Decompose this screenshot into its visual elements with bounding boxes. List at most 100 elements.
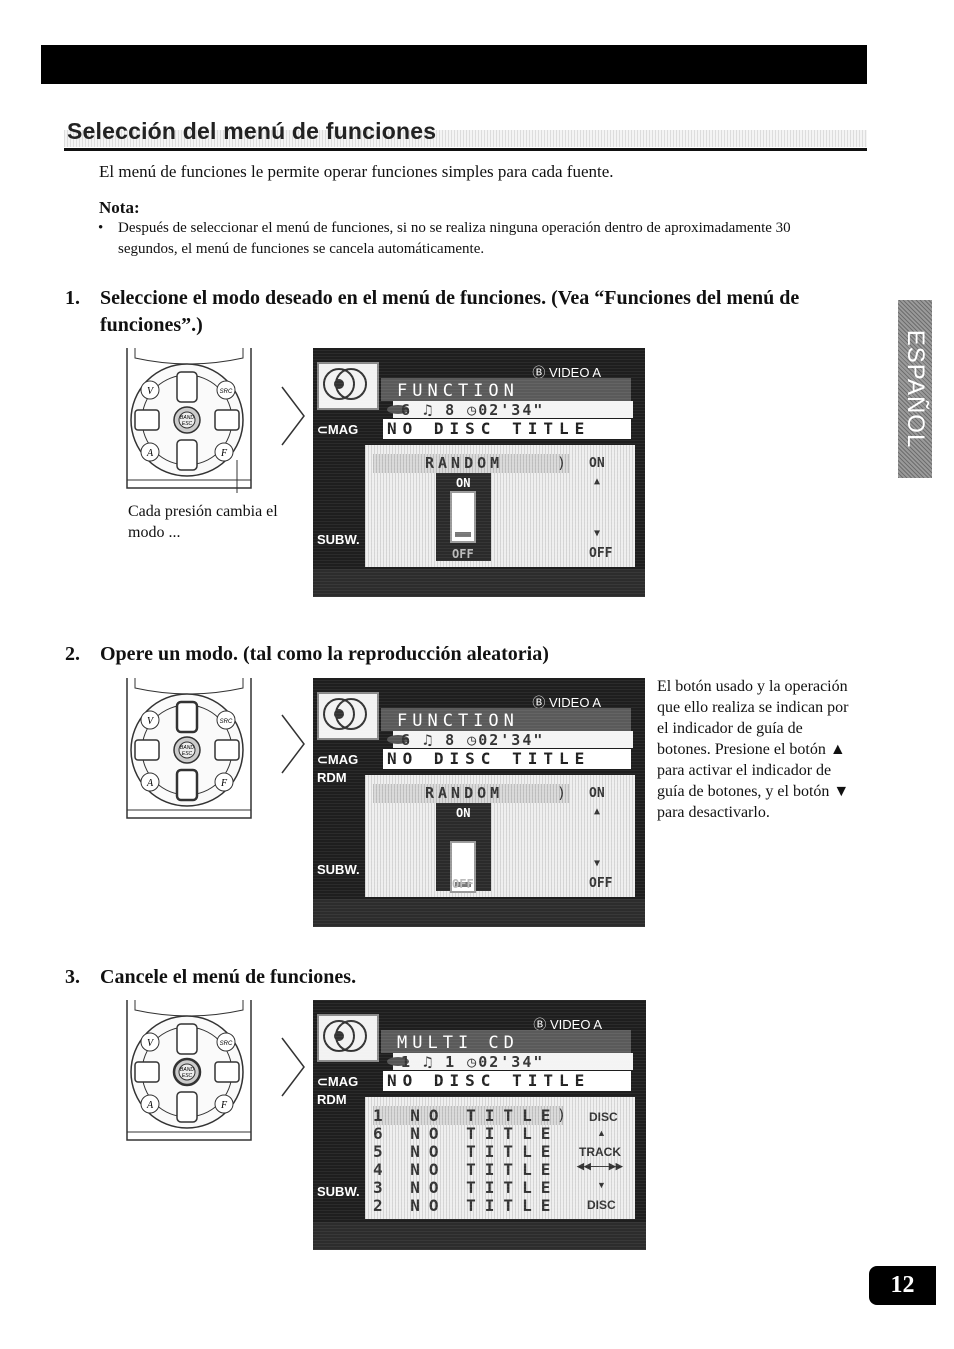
svg-text:A: A xyxy=(146,1100,154,1111)
remote-control-3: V SRC BAND ESC A F xyxy=(125,1000,257,1145)
rdm-label: RDM xyxy=(317,770,347,785)
step-text: Cancele el menú de funciones. xyxy=(100,966,357,988)
toggle-knob xyxy=(450,491,476,543)
subw-label: SUBW. xyxy=(317,862,360,877)
disc-badge-icon xyxy=(387,405,409,414)
video-label: Ⓑ VIDEO A xyxy=(533,1017,602,1032)
step-number: 2. xyxy=(65,643,80,665)
title-shade xyxy=(64,130,867,147)
remote-control-1: V SRC BAND ESC A F xyxy=(125,348,257,493)
arrow-icon xyxy=(280,1036,306,1098)
step-3: 3. Cancele el menú de funciones. xyxy=(65,964,825,991)
up-triangle-icon: ▲ xyxy=(594,476,601,487)
svg-text:F: F xyxy=(220,1100,228,1111)
track-label: TRACK xyxy=(579,1145,621,1159)
subw-label: SUBW. xyxy=(317,532,360,547)
up-triangle-icon: ▲ xyxy=(594,806,601,817)
screen-title: FUNCTION xyxy=(397,711,519,731)
step-number: 1. xyxy=(65,287,80,309)
svg-text:BAND: BAND xyxy=(180,745,194,751)
section-title: Selección del menú de funciones xyxy=(67,118,437,144)
random-label: RANDOM xyxy=(425,784,504,802)
remote-illustration: V SRC BAND ESC A F xyxy=(126,678,252,819)
svg-text:SRC: SRC xyxy=(220,719,233,725)
seek-arrows-icon: ◀◀——▶▶ xyxy=(577,1161,623,1171)
on-label: ON xyxy=(589,786,605,801)
svg-text:ESC: ESC xyxy=(182,1073,193,1079)
disc-icon xyxy=(317,362,379,410)
svg-text:ESC: ESC xyxy=(182,751,193,757)
list-item: 2 NO TITLE xyxy=(373,1196,560,1215)
list-item: 1 NO TITLE xyxy=(373,1106,560,1125)
svg-text:F: F xyxy=(220,778,228,789)
caption-step-1: Cada presión cambia el modo ... xyxy=(128,503,278,541)
svg-text:A: A xyxy=(146,778,154,789)
header-bar xyxy=(41,45,867,84)
mag-label: ⊂MAG xyxy=(317,422,359,437)
disc-icon xyxy=(317,692,379,740)
svg-text:V: V xyxy=(147,386,155,397)
display-screen-1: Ⓑ VIDEO A FUNCTION 6 ♫ 8 ◷02'34" NO DISC… xyxy=(313,348,645,597)
up-triangle-icon: ▲ xyxy=(597,1128,606,1138)
svg-text:V: V xyxy=(147,1038,155,1049)
nota-heading: Nota: xyxy=(99,198,140,217)
track-info: 6 ♫ 8 ◷02'34" xyxy=(401,731,545,749)
disc-label: DISC xyxy=(589,1110,618,1124)
svg-text:BAND: BAND xyxy=(180,1067,194,1073)
page-number: 12 xyxy=(869,1266,936,1305)
disc-title: NO DISC TITLE xyxy=(387,749,591,768)
screen-title: FUNCTION xyxy=(397,381,519,401)
caption-step-2: El botón usado y la operación que ello r… xyxy=(657,678,850,821)
video-label: Ⓑ VIDEO A xyxy=(532,695,601,710)
bullet: • xyxy=(98,220,104,236)
svg-text:SRC: SRC xyxy=(220,389,233,395)
nota-text: Después de seleccionar el menú de funcio… xyxy=(118,220,791,257)
on-label: ON xyxy=(589,456,605,471)
step-text: Seleccione el modo deseado en el menú de… xyxy=(100,287,800,336)
disc-icon xyxy=(317,1014,379,1062)
step-2: 2. Opere un modo. (tal como la reproducc… xyxy=(65,641,825,668)
track-info: 1 ♫ 1 ◷02'34" xyxy=(401,1053,545,1071)
down-triangle-icon: ▼ xyxy=(594,528,601,539)
toggle-knob xyxy=(450,841,476,893)
rdm-label: RDM xyxy=(317,1092,347,1107)
list-item: 5 NO TITLE xyxy=(373,1142,560,1161)
svg-text:BAND: BAND xyxy=(180,415,194,421)
list-item: 6 NO TITLE xyxy=(373,1124,560,1143)
arrow-icon xyxy=(280,713,306,775)
disc-title: NO DISC TITLE xyxy=(387,1071,591,1090)
step-text: Opere un modo. (tal como la reproducción… xyxy=(100,643,549,665)
svg-text:SRC: SRC xyxy=(220,1041,233,1047)
title-rule xyxy=(64,148,867,151)
svg-text:A: A xyxy=(146,448,154,459)
down-triangle-icon: ▼ xyxy=(594,858,601,869)
step-number: 3. xyxy=(65,966,80,988)
language-tab: ESPAÑOL xyxy=(898,300,932,478)
disc-label: DISC xyxy=(587,1198,616,1212)
mag-label: ⊂MAG xyxy=(317,752,359,767)
svg-text:V: V xyxy=(147,716,155,727)
remote-illustration: V SRC BAND ESC A F xyxy=(126,1000,252,1141)
subw-label: SUBW. xyxy=(317,1184,360,1199)
nota-body: • Después de seleccionar el menú de func… xyxy=(98,218,833,260)
remote-illustration: V SRC BAND ESC A F xyxy=(126,348,252,493)
disc-badge-icon xyxy=(387,735,409,744)
screen-title: MULTI CD xyxy=(397,1033,519,1053)
step-1: 1. Seleccione el modo deseado en el menú… xyxy=(65,285,825,339)
track-info: 6 ♫ 8 ◷02'34" xyxy=(401,401,545,419)
remote-control-2: V SRC BAND ESC A F xyxy=(125,678,257,823)
svg-text:ESC: ESC xyxy=(182,421,193,427)
video-label: Ⓑ VIDEO A xyxy=(532,365,601,380)
arrow-icon xyxy=(280,385,306,447)
disc-title: NO DISC TITLE xyxy=(387,419,591,438)
off-label: OFF xyxy=(589,546,613,561)
down-triangle-icon: ▼ xyxy=(597,1180,606,1190)
display-screen-3: Ⓑ VIDEO A MULTI CD 1 ♫ 1 ◷02'34" NO DISC… xyxy=(313,1000,646,1250)
mag-label: ⊂MAG xyxy=(317,1074,359,1089)
svg-text:F: F xyxy=(220,448,228,459)
off-label: OFF xyxy=(589,876,613,891)
intro-text: El menú de funciones le permite operar f… xyxy=(99,162,614,181)
random-label: RANDOM xyxy=(425,454,504,472)
language-tab-label: ESPAÑOL xyxy=(902,329,929,449)
display-screen-2: Ⓑ VIDEO A FUNCTION 6 ♫ 8 ◷02'34" NO DISC… xyxy=(313,678,645,927)
